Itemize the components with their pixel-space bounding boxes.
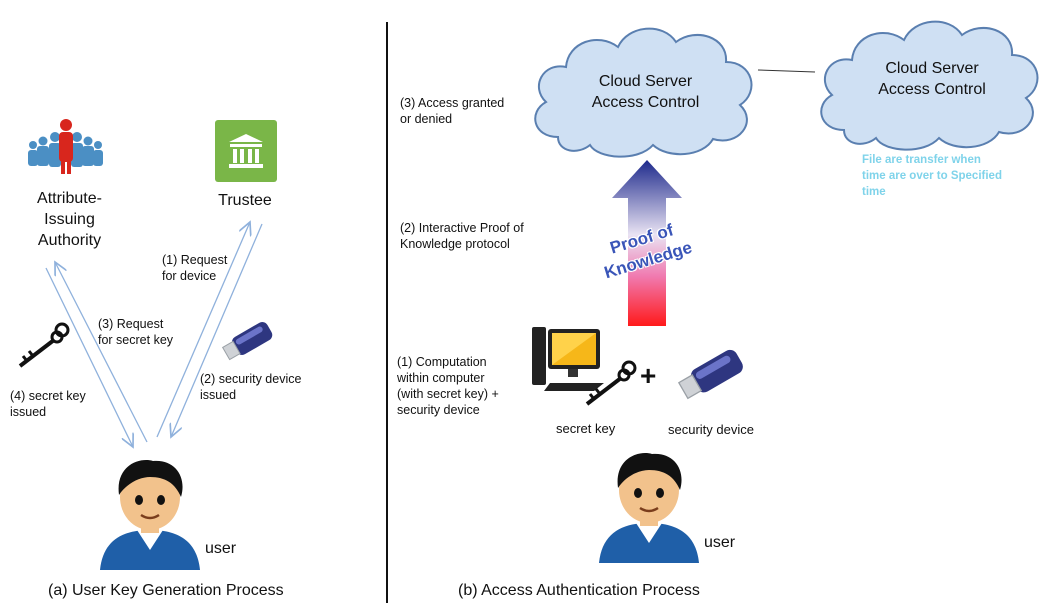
computer-icon — [532, 327, 604, 391]
request-device-arrow — [156, 222, 250, 438]
right-caption: (b) Access Authentication Process — [458, 582, 700, 599]
right-user-avatar — [599, 453, 699, 563]
transfer-note: File are transfer when time are over to … — [862, 154, 1002, 198]
left-step1-label: (1) Request for device — [162, 253, 228, 283]
left-step3-label: (3) Request for secret key — [98, 317, 174, 347]
authority-group-icon — [28, 119, 103, 174]
authority-label: Attribute- Issuing Authority — [37, 190, 102, 249]
right-secret-key-icon — [585, 360, 637, 406]
left-step4-label: (4) secret key issued — [10, 389, 86, 419]
cloud-server-2-label: Cloud Server Access Control — [878, 60, 986, 98]
trustee-label: Trustee — [218, 192, 272, 209]
panel-divider — [386, 22, 388, 603]
right-user-label: user — [704, 534, 736, 551]
device-issued-arrow — [171, 223, 263, 437]
request-key-arrow — [55, 262, 148, 443]
right-step2-label: (2) Interactive Proof of Knowledge proto… — [400, 221, 524, 251]
trustee-bank-icon — [215, 120, 277, 182]
security-device-icon — [221, 322, 273, 361]
plus-sign: + — [640, 360, 657, 391]
right-step3-label: (3) Access granted or denied — [400, 96, 505, 126]
right-security-device-icon — [677, 349, 743, 400]
cloud-server-2 — [820, 20, 1039, 151]
cloud-server-1 — [534, 27, 753, 158]
right-step1-label: (1) Computation within computer (with se… — [397, 355, 499, 417]
secret-key-icon — [18, 322, 70, 368]
left-user-label: user — [205, 540, 237, 557]
left-step2-label: (2) security device issued — [200, 372, 302, 402]
left-caption: (a) User Key Generation Process — [48, 582, 284, 599]
cloud-server-1-label: Cloud Server Access Control — [591, 73, 700, 111]
key-issued-arrow — [45, 267, 133, 447]
left-user-avatar — [100, 460, 200, 570]
secret-key-label: secret key — [556, 421, 616, 436]
security-device-label: security device — [668, 422, 754, 437]
proof-of-knowledge-arrow — [612, 160, 682, 326]
